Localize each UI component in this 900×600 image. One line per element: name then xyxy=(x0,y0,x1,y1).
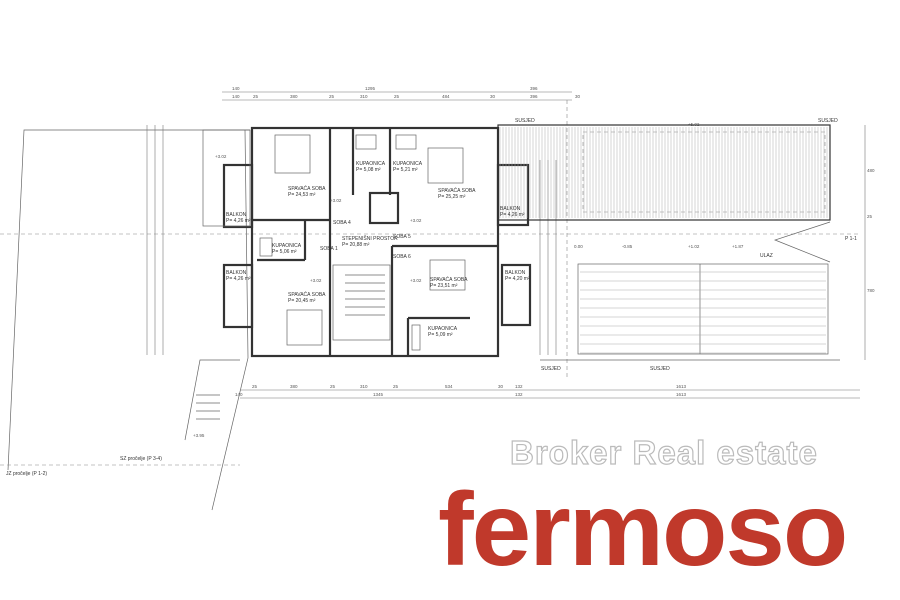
svg-text:SOBA 4: SOBA 4 xyxy=(333,220,351,226)
svg-text:+1.87: +1.87 xyxy=(732,244,744,249)
fermoso-logo: fermoso xyxy=(438,472,848,588)
svg-text:SUSJED: SUSJED xyxy=(650,366,670,372)
svg-text:P 1-1: P 1-1 xyxy=(845,236,857,242)
svg-text:25: 25 xyxy=(867,214,873,219)
roof-area xyxy=(497,124,840,361)
broker-watermark: Broker Real estate xyxy=(509,433,818,471)
svg-text:310: 310 xyxy=(360,94,368,99)
svg-text:25: 25 xyxy=(330,384,336,389)
furniture xyxy=(259,134,466,351)
svg-text:ULAZ: ULAZ xyxy=(760,253,773,259)
svg-text:25: 25 xyxy=(329,94,335,99)
svg-text:30: 30 xyxy=(498,384,504,389)
svg-text:1345: 1345 xyxy=(373,392,384,397)
svg-text:SUSJED: SUSJED xyxy=(818,118,838,124)
svg-text:25: 25 xyxy=(252,384,258,389)
dimension-labels: 140 1295 396 140 25 380 25 310 25 484 30… xyxy=(232,86,875,397)
level-marks: +3.02 +3.02 +3.02 +3.02 +3.02 0.00 -0.85… xyxy=(193,122,744,438)
svg-text:1613: 1613 xyxy=(676,384,687,389)
svg-text:+3.02: +3.02 xyxy=(215,154,227,159)
svg-text:-0.85: -0.85 xyxy=(622,244,633,249)
svg-text:140: 140 xyxy=(232,86,240,91)
svg-text:1613: 1613 xyxy=(676,392,687,397)
svg-text:310: 310 xyxy=(360,384,368,389)
svg-text:JZ pročelje (P 1-2): JZ pročelje (P 1-2) xyxy=(6,471,47,477)
svg-text:+3.02: +3.02 xyxy=(310,278,322,283)
svg-text:+1.02: +1.02 xyxy=(688,244,700,249)
svg-text:SOBA 6: SOBA 6 xyxy=(393,254,411,260)
svg-text:132: 132 xyxy=(515,392,523,397)
svg-text:396: 396 xyxy=(530,94,538,99)
svg-text:380: 380 xyxy=(290,384,298,389)
svg-text:30: 30 xyxy=(575,94,581,99)
svg-text:25: 25 xyxy=(394,94,400,99)
svg-text:1295: 1295 xyxy=(365,86,376,91)
svg-text:+3.02: +3.02 xyxy=(410,278,422,283)
svg-text:+3.02: +3.02 xyxy=(410,218,422,223)
svg-text:380: 380 xyxy=(290,94,298,99)
svg-text:SUSJED: SUSJED xyxy=(515,118,535,124)
site-outline xyxy=(0,100,860,511)
svg-text:+5.02: +5.02 xyxy=(688,122,700,127)
svg-text:480: 480 xyxy=(867,168,875,173)
svg-text:132: 132 xyxy=(515,384,523,389)
svg-text:140: 140 xyxy=(232,94,240,99)
svg-text:+3.02: +3.02 xyxy=(330,198,342,203)
svg-text:780: 780 xyxy=(867,288,875,293)
svg-text:SUSJED: SUSJED xyxy=(541,366,561,372)
svg-text:396: 396 xyxy=(530,86,538,91)
svg-text:534: 534 xyxy=(445,384,453,389)
svg-text:0.00: 0.00 xyxy=(574,244,583,249)
svg-text:140: 140 xyxy=(235,392,243,397)
staircase xyxy=(196,264,391,420)
svg-text:25: 25 xyxy=(253,94,259,99)
svg-text:SZ pročelje (P 3-4): SZ pročelje (P 3-4) xyxy=(120,456,162,462)
svg-text:+3.95: +3.95 xyxy=(193,433,205,438)
svg-text:SOBA 1: SOBA 1 xyxy=(320,246,338,252)
svg-text:25: 25 xyxy=(393,384,399,389)
svg-text:30: 30 xyxy=(490,94,496,99)
svg-text:SOBA 5: SOBA 5 xyxy=(393,234,411,240)
svg-text:484: 484 xyxy=(442,94,450,99)
building-walls xyxy=(202,126,532,358)
